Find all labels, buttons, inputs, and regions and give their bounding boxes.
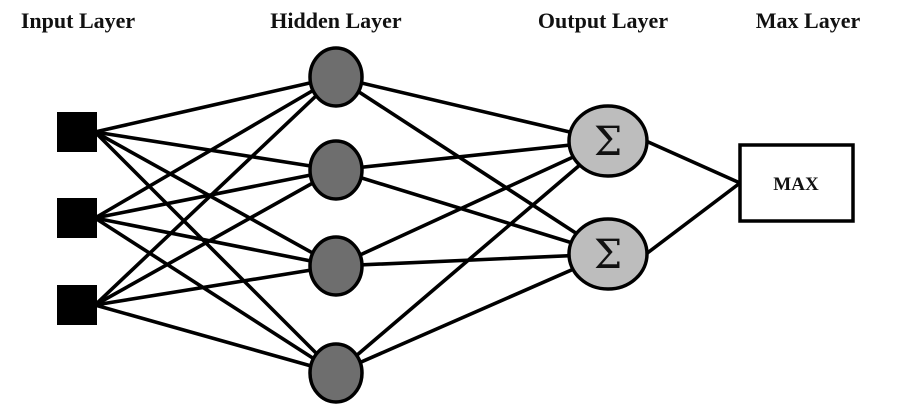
edge-hidden-4-output-1: [334, 139, 610, 375]
edge-input-3-hidden-1: [93, 75, 338, 307]
edge-hidden-2-output-2: [334, 168, 610, 256]
edge-input-2-hidden-1: [93, 75, 338, 220]
edge-output-1-max: [644, 139, 742, 185]
max-layer: MAX: [738, 143, 855, 223]
edge-input-3-hidden-3: [93, 264, 338, 307]
hidden-layer-title: Hidden Layer: [270, 8, 402, 33]
edge-hidden-1-output-1: [334, 75, 610, 143]
edge-input-1-hidden-2: [93, 130, 338, 172]
input-node-3: [57, 285, 97, 325]
edge-input-1-hidden-3: [93, 130, 338, 268]
edge-hidden-1-output-2: [334, 75, 610, 256]
edge-input-2-hidden-4: [93, 216, 338, 375]
edge-input-1-hidden-1: [93, 75, 338, 134]
edge-hidden-2-output-1: [334, 139, 610, 172]
input-layer-title: Input Layer: [21, 8, 136, 33]
edge-hidden-3-output-1: [334, 139, 610, 268]
edge-hidden-4-output-2: [334, 252, 610, 375]
layer-titles: Input Layer Hidden Layer Output Layer Ma…: [21, 8, 861, 33]
max-box-label: MAX: [773, 174, 819, 195]
output-node-2-sigma: Σ: [594, 232, 622, 278]
edge-input-3-hidden-4: [93, 303, 338, 375]
edge-input-1-hidden-4: [93, 130, 338, 375]
nodes: ΣΣ: [57, 46, 649, 404]
edge-input-2-hidden-3: [93, 216, 338, 268]
edge-output-2-max: [644, 181, 742, 256]
hidden-node-2: [308, 139, 364, 201]
hidden-node-3: [308, 235, 364, 297]
output-node-2: [567, 217, 649, 291]
max-box: [738, 143, 855, 223]
max-layer-title: Max Layer: [756, 8, 861, 33]
hidden-node-1: [308, 46, 364, 108]
output-layer-title: Output Layer: [538, 8, 668, 33]
input-node-2: [57, 198, 97, 238]
input-node-1: [57, 112, 97, 152]
edge-input-3-hidden-2: [93, 168, 338, 307]
connections: [93, 75, 742, 375]
edge-hidden-3-output-2: [334, 252, 610, 268]
output-node-1: [567, 104, 649, 178]
hidden-node-4: [308, 342, 364, 404]
edge-input-2-hidden-2: [93, 168, 338, 220]
output-node-1-sigma: Σ: [594, 119, 622, 165]
